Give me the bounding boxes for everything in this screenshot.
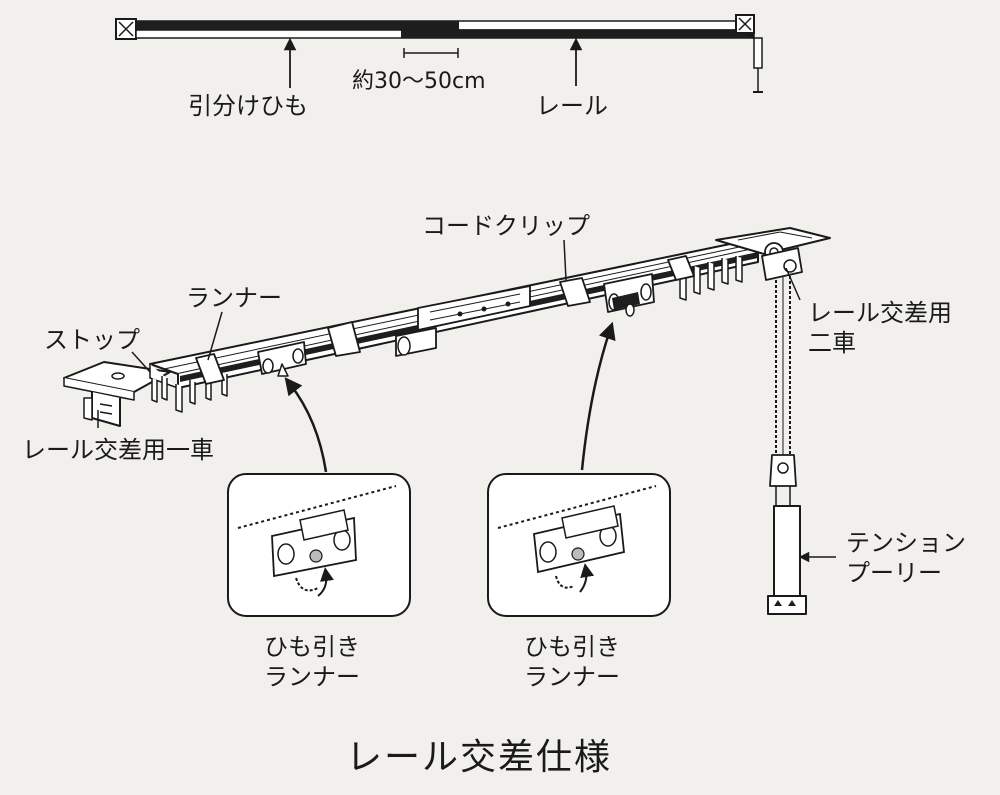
- left-inset-line1: ひも引き: [264, 633, 360, 661]
- right-inset-line1: ひも引き: [524, 633, 620, 661]
- right-end-plate: [715, 227, 831, 255]
- tension-pulley-label: テンション プーリー: [846, 528, 966, 588]
- runners: [151, 256, 743, 413]
- top-rail-dark-left: [136, 21, 459, 30]
- left-inset-label: ひも引き ランナー: [264, 632, 360, 692]
- left-inset: [227, 473, 411, 617]
- top-rail-dark-right: [401, 30, 754, 38]
- runner-band: [195, 353, 225, 385]
- cord-clip: [559, 277, 591, 307]
- rail-cross-unit2-label: レール交差用 二車: [808, 298, 952, 358]
- right-inset: [487, 473, 671, 617]
- rail-cross-unit2-line1: レール交差用: [808, 299, 952, 327]
- main-rail-diagram: [63, 227, 831, 615]
- arrow-curved-icon: [580, 321, 616, 471]
- diagram-caption: レール交差仕様: [346, 737, 613, 778]
- stop-label: ストップ: [44, 326, 140, 354]
- rail-cross-unit1-label: レール交差用一車: [22, 436, 214, 464]
- right-inset-label: ひも引き ランナー: [524, 632, 620, 692]
- arrow-curved-icon: [317, 567, 334, 597]
- left-inset-line2: ランナー: [264, 663, 360, 691]
- rail-cross-unit1: [91, 392, 121, 427]
- tension-line2: プーリー: [846, 559, 942, 587]
- runner-label: ランナー: [186, 284, 282, 312]
- pull-cord-label: 引分けひも: [188, 92, 308, 120]
- rail-label: レール: [536, 92, 608, 120]
- top-rail-diagram: [115, 14, 763, 93]
- right-inset-line2: ランナー: [524, 663, 620, 691]
- arrow-curved-icon: [284, 377, 328, 473]
- tension-line1: テンション: [846, 529, 966, 557]
- leader-lines: [97, 239, 836, 563]
- rail-overlap: [417, 285, 531, 331]
- rail-cross-unit2-line2: 二車: [808, 329, 856, 357]
- arrow-curved-icon: [579, 563, 595, 593]
- cord-clip-label: コードクリップ: [422, 212, 590, 240]
- overlap-dimension: [403, 48, 459, 58]
- overlap-label: 約30〜50cm: [352, 69, 486, 94]
- tension-pulley: [773, 505, 801, 597]
